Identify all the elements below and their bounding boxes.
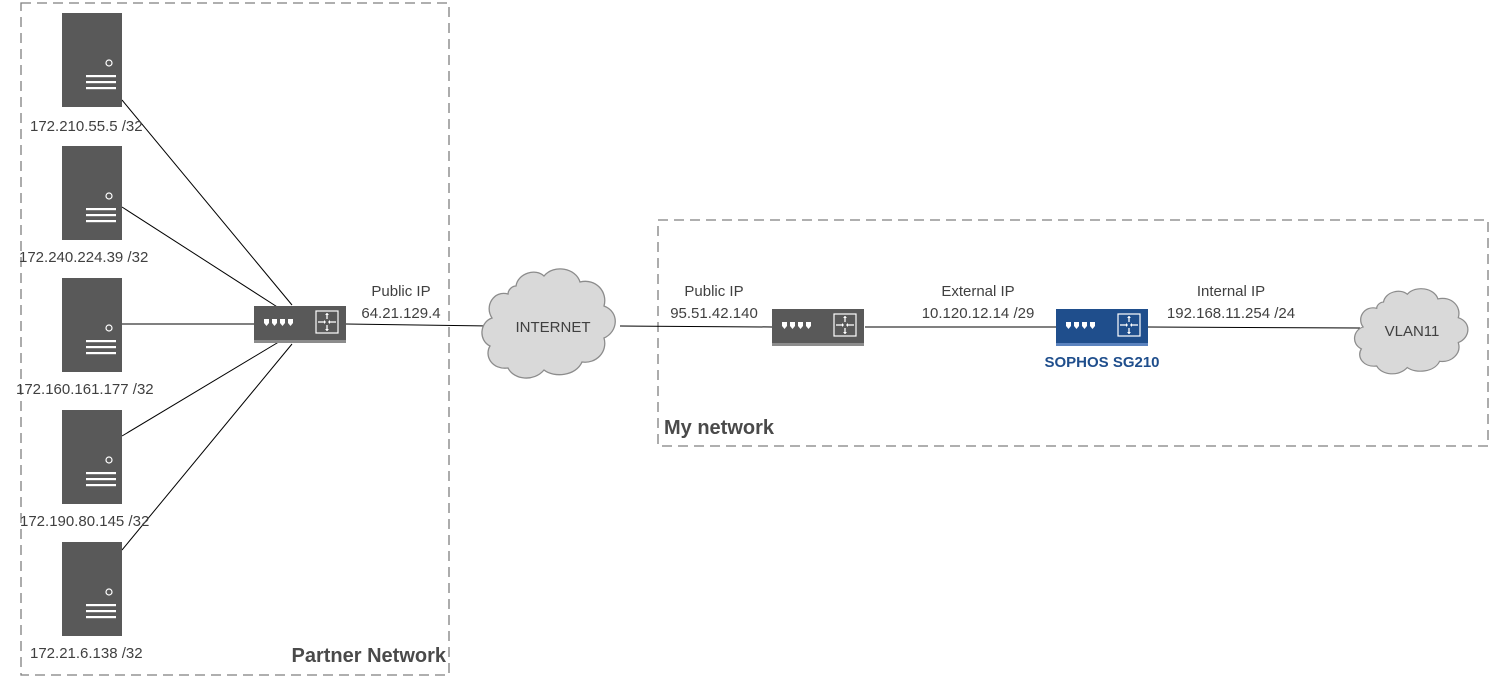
internal-ip-title: Internal IP <box>1197 283 1265 300</box>
link-server-1 <box>121 99 293 306</box>
sophos-firewall <box>1056 309 1148 346</box>
firewall-name: SOPHOS SG210 <box>1044 354 1159 371</box>
server-3 <box>61 277 123 373</box>
internet-label: INTERNET <box>516 319 591 336</box>
my-router <box>772 309 864 346</box>
connections <box>121 99 1361 551</box>
partner-network-zone <box>20 2 450 676</box>
server-4 <box>61 409 123 505</box>
partner-public-ip-title: Public IP <box>371 283 430 300</box>
link-server-4 <box>121 339 283 437</box>
link-internet-router <box>619 325 773 328</box>
server-icon <box>61 277 123 373</box>
server-5 <box>61 541 123 637</box>
my-public-ip-title: Public IP <box>684 283 743 300</box>
my-public-ip: 95.51.42.140 <box>670 305 758 322</box>
my-network-label: My network <box>664 417 775 439</box>
server-icon <box>61 541 123 637</box>
server-1 <box>61 12 123 108</box>
server-icon <box>61 145 123 241</box>
partner-network-label: Partner Network <box>292 645 447 667</box>
partner-public-ip: 64.21.129.4 <box>361 305 440 322</box>
server-icon <box>61 12 123 108</box>
server-2-ip-label: 172.240.224.39 /32 <box>19 249 148 266</box>
server-2 <box>61 145 123 241</box>
link-server-5 <box>121 343 293 551</box>
link-server-2 <box>121 206 283 311</box>
server-icon <box>61 409 123 505</box>
external-ip: 10.120.12.14 /29 <box>922 305 1035 322</box>
server-1-ip-label: 172.210.55.5 /32 <box>30 118 143 135</box>
vlan-label: VLAN11 <box>1385 323 1440 340</box>
link-firewall-vlan <box>1147 326 1361 329</box>
server-3-ip-label: 172.160.161.177 /32 <box>16 381 154 398</box>
internal-ip: 192.168.11.254 /24 <box>1167 305 1295 322</box>
external-ip-title: External IP <box>941 283 1014 300</box>
server-4-ip-label: 172.190.80.145 /32 <box>20 513 149 530</box>
link-router-internet <box>345 323 491 327</box>
partner-router <box>254 306 346 343</box>
server-5-ip-label: 172.21.6.138 /32 <box>30 645 143 662</box>
